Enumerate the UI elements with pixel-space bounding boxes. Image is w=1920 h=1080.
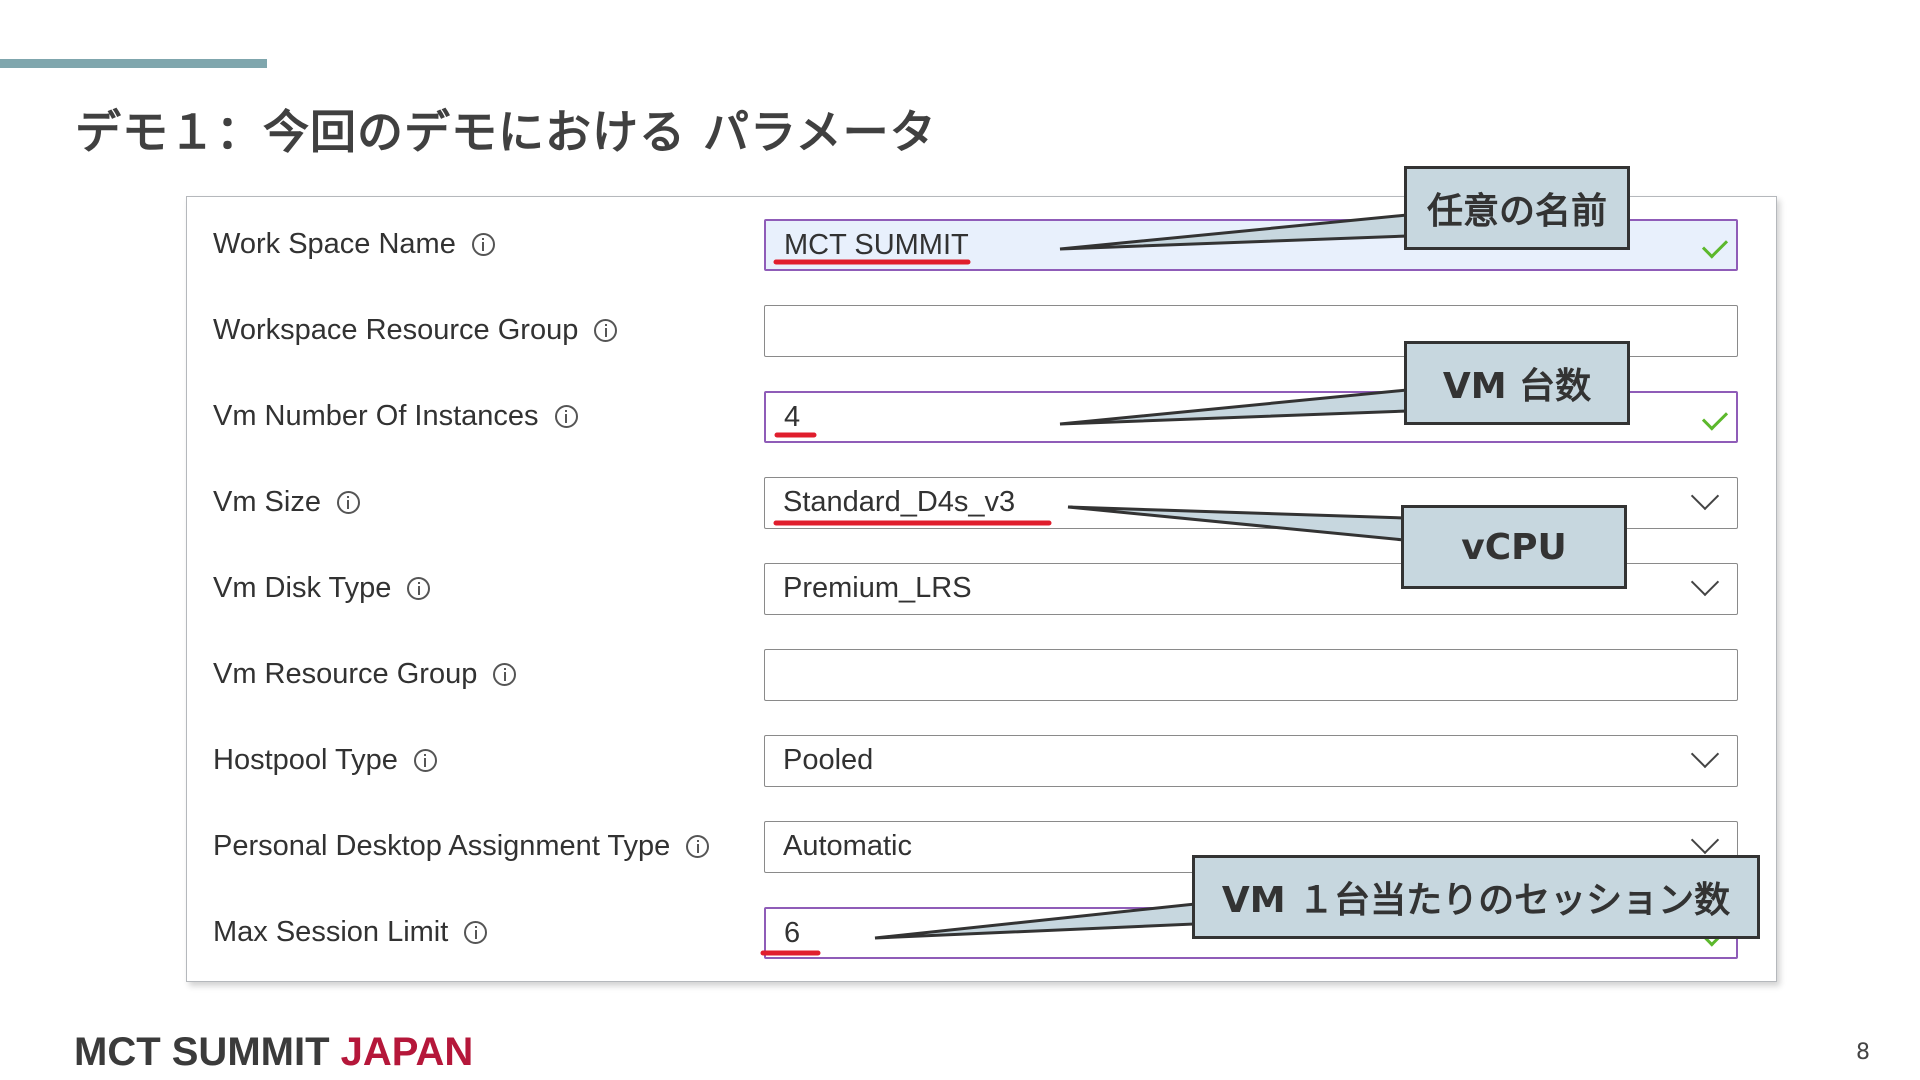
- field-value: 4: [784, 401, 801, 433]
- callout-workspace-name: 任意の名前: [1404, 166, 1630, 250]
- slide-title: デモ１：今回のデモにおける パラメータ: [75, 105, 937, 159]
- page-number: 8: [1856, 1040, 1870, 1065]
- info-icon[interactable]: [493, 662, 517, 686]
- info-icon[interactable]: [413, 748, 437, 772]
- field-label-vm-resource-group: Vm Resource Group: [213, 647, 517, 701]
- callout-pointer-vm-size: [1067, 505, 1406, 542]
- field-label-vm-number-of-instances: Vm Number Of Instances: [213, 389, 578, 443]
- callout-pointer-workspace-name: [1059, 213, 1409, 251]
- hostpool-type-dropdown[interactable]: Pooled: [764, 735, 1738, 787]
- callout-session-limit: VM １台当たりのセッション数: [1192, 855, 1760, 939]
- workspace-resource-group-input[interactable]: [764, 305, 1738, 357]
- title-accent-bar: [0, 59, 267, 68]
- field-label-text: Vm Number Of Instances: [213, 400, 539, 432]
- vm-resource-group-input[interactable]: [764, 649, 1738, 701]
- field-label-hostpool-type: Hostpool Type: [213, 733, 437, 787]
- brand-accent: JAPAN: [340, 1030, 474, 1074]
- field-label-vm-disk-type: Vm Disk Type: [213, 561, 431, 615]
- info-icon[interactable]: [407, 576, 431, 600]
- field-value: Premium_LRS: [783, 572, 972, 604]
- field-label-text: Vm Disk Type: [213, 572, 392, 604]
- info-icon[interactable]: [554, 404, 578, 428]
- field-value: Standard_D4s_v3: [783, 486, 1016, 518]
- field-value: Pooled: [783, 744, 874, 776]
- field-label-max-session-limit: Max Session Limit: [213, 905, 488, 959]
- field-value: 6: [784, 917, 801, 949]
- field-label-workspace-name: Work Space Name: [213, 217, 495, 271]
- field-label-text: Work Space Name: [213, 228, 456, 260]
- field-value: MCT SUMMIT: [784, 229, 969, 261]
- parameters-form: Work Space Name MCT SUMMIT Workspace Res…: [186, 196, 1777, 982]
- callout-pointer-session-limit: [874, 902, 1197, 940]
- field-label-text: Hostpool Type: [213, 744, 398, 776]
- field-label-text: Personal Desktop Assignment Type: [213, 830, 671, 862]
- form-row-vm-resource-group: Vm Resource Group: [187, 647, 1776, 701]
- info-icon[interactable]: [471, 232, 495, 256]
- form-row-workspace-resource-group: Workspace Resource Group: [187, 303, 1776, 357]
- field-value: Automatic: [783, 830, 912, 862]
- callout-vm-count: VM 台数: [1404, 341, 1630, 425]
- callout-vm-size: vCPU: [1401, 505, 1627, 589]
- info-icon[interactable]: [336, 490, 360, 514]
- brand-name: MCT SUMMIT: [74, 1030, 330, 1074]
- form-row-hostpool-type: Hostpool Type Pooled: [187, 733, 1776, 787]
- callout-pointer-vm-count: [1059, 388, 1409, 426]
- field-label-workspace-resource-group: Workspace Resource Group: [213, 303, 618, 357]
- field-label-personal-desktop-assignment-type: Personal Desktop Assignment Type: [213, 819, 710, 873]
- info-icon[interactable]: [686, 834, 710, 858]
- field-label-vm-size: Vm Size: [213, 475, 360, 529]
- info-icon[interactable]: [464, 920, 488, 944]
- field-label-text: Vm Resource Group: [213, 658, 478, 690]
- field-label-text: Vm Size: [213, 486, 321, 518]
- footer-brand: MCT SUMMIT JAPAN: [74, 1030, 473, 1075]
- field-label-text: Max Session Limit: [213, 916, 449, 948]
- field-label-text: Workspace Resource Group: [213, 314, 579, 346]
- info-icon[interactable]: [594, 318, 618, 342]
